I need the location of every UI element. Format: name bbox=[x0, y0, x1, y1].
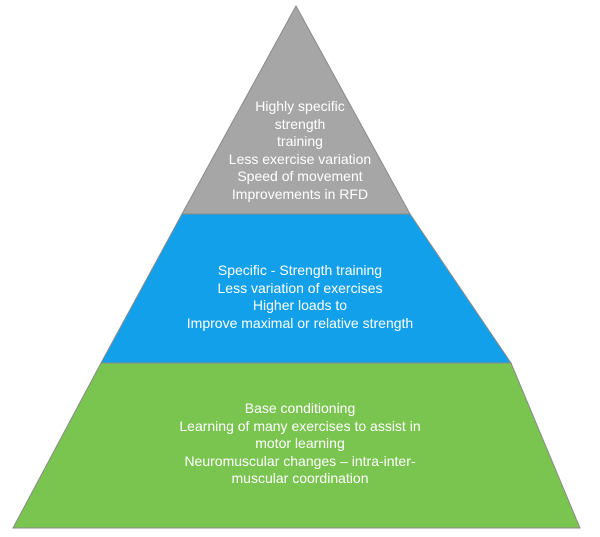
tier-base-line: Base conditioning bbox=[244, 400, 356, 416]
tier-middle-line: Specific - Strength training bbox=[217, 262, 383, 278]
tier-middle-line: Higher loads to bbox=[252, 297, 348, 314]
tier-base-line: Learning of many exercises to assist in bbox=[179, 417, 421, 434]
tier-top-label: Highly specific strength training Less e… bbox=[0, 98, 600, 204]
tier-base-shape bbox=[12, 362, 581, 529]
tier-top-line: training bbox=[277, 133, 323, 150]
tier-top-line: Highly specific bbox=[255, 98, 345, 114]
tier-base-line: muscular coordination bbox=[231, 470, 369, 487]
tier-top-line: Speed of movement bbox=[237, 168, 363, 185]
tier-top-line: Less exercise variation bbox=[228, 150, 372, 167]
tier-middle-line: Improve maximal or relative strength bbox=[186, 314, 414, 331]
tier-top-line: Improvements in RFD bbox=[231, 185, 369, 202]
tier-middle-line: Less variation of exercises bbox=[217, 279, 383, 296]
tier-middle-label: Specific - Strength training Less variat… bbox=[0, 262, 600, 332]
tier-base-label: Base conditioning Learning of many exerc… bbox=[0, 400, 600, 488]
tier-base-line: motor learning bbox=[255, 435, 345, 452]
tier-base-line: Neuromuscular changes – intra-inter- bbox=[184, 452, 416, 469]
tier-top-line: strength bbox=[274, 115, 326, 132]
